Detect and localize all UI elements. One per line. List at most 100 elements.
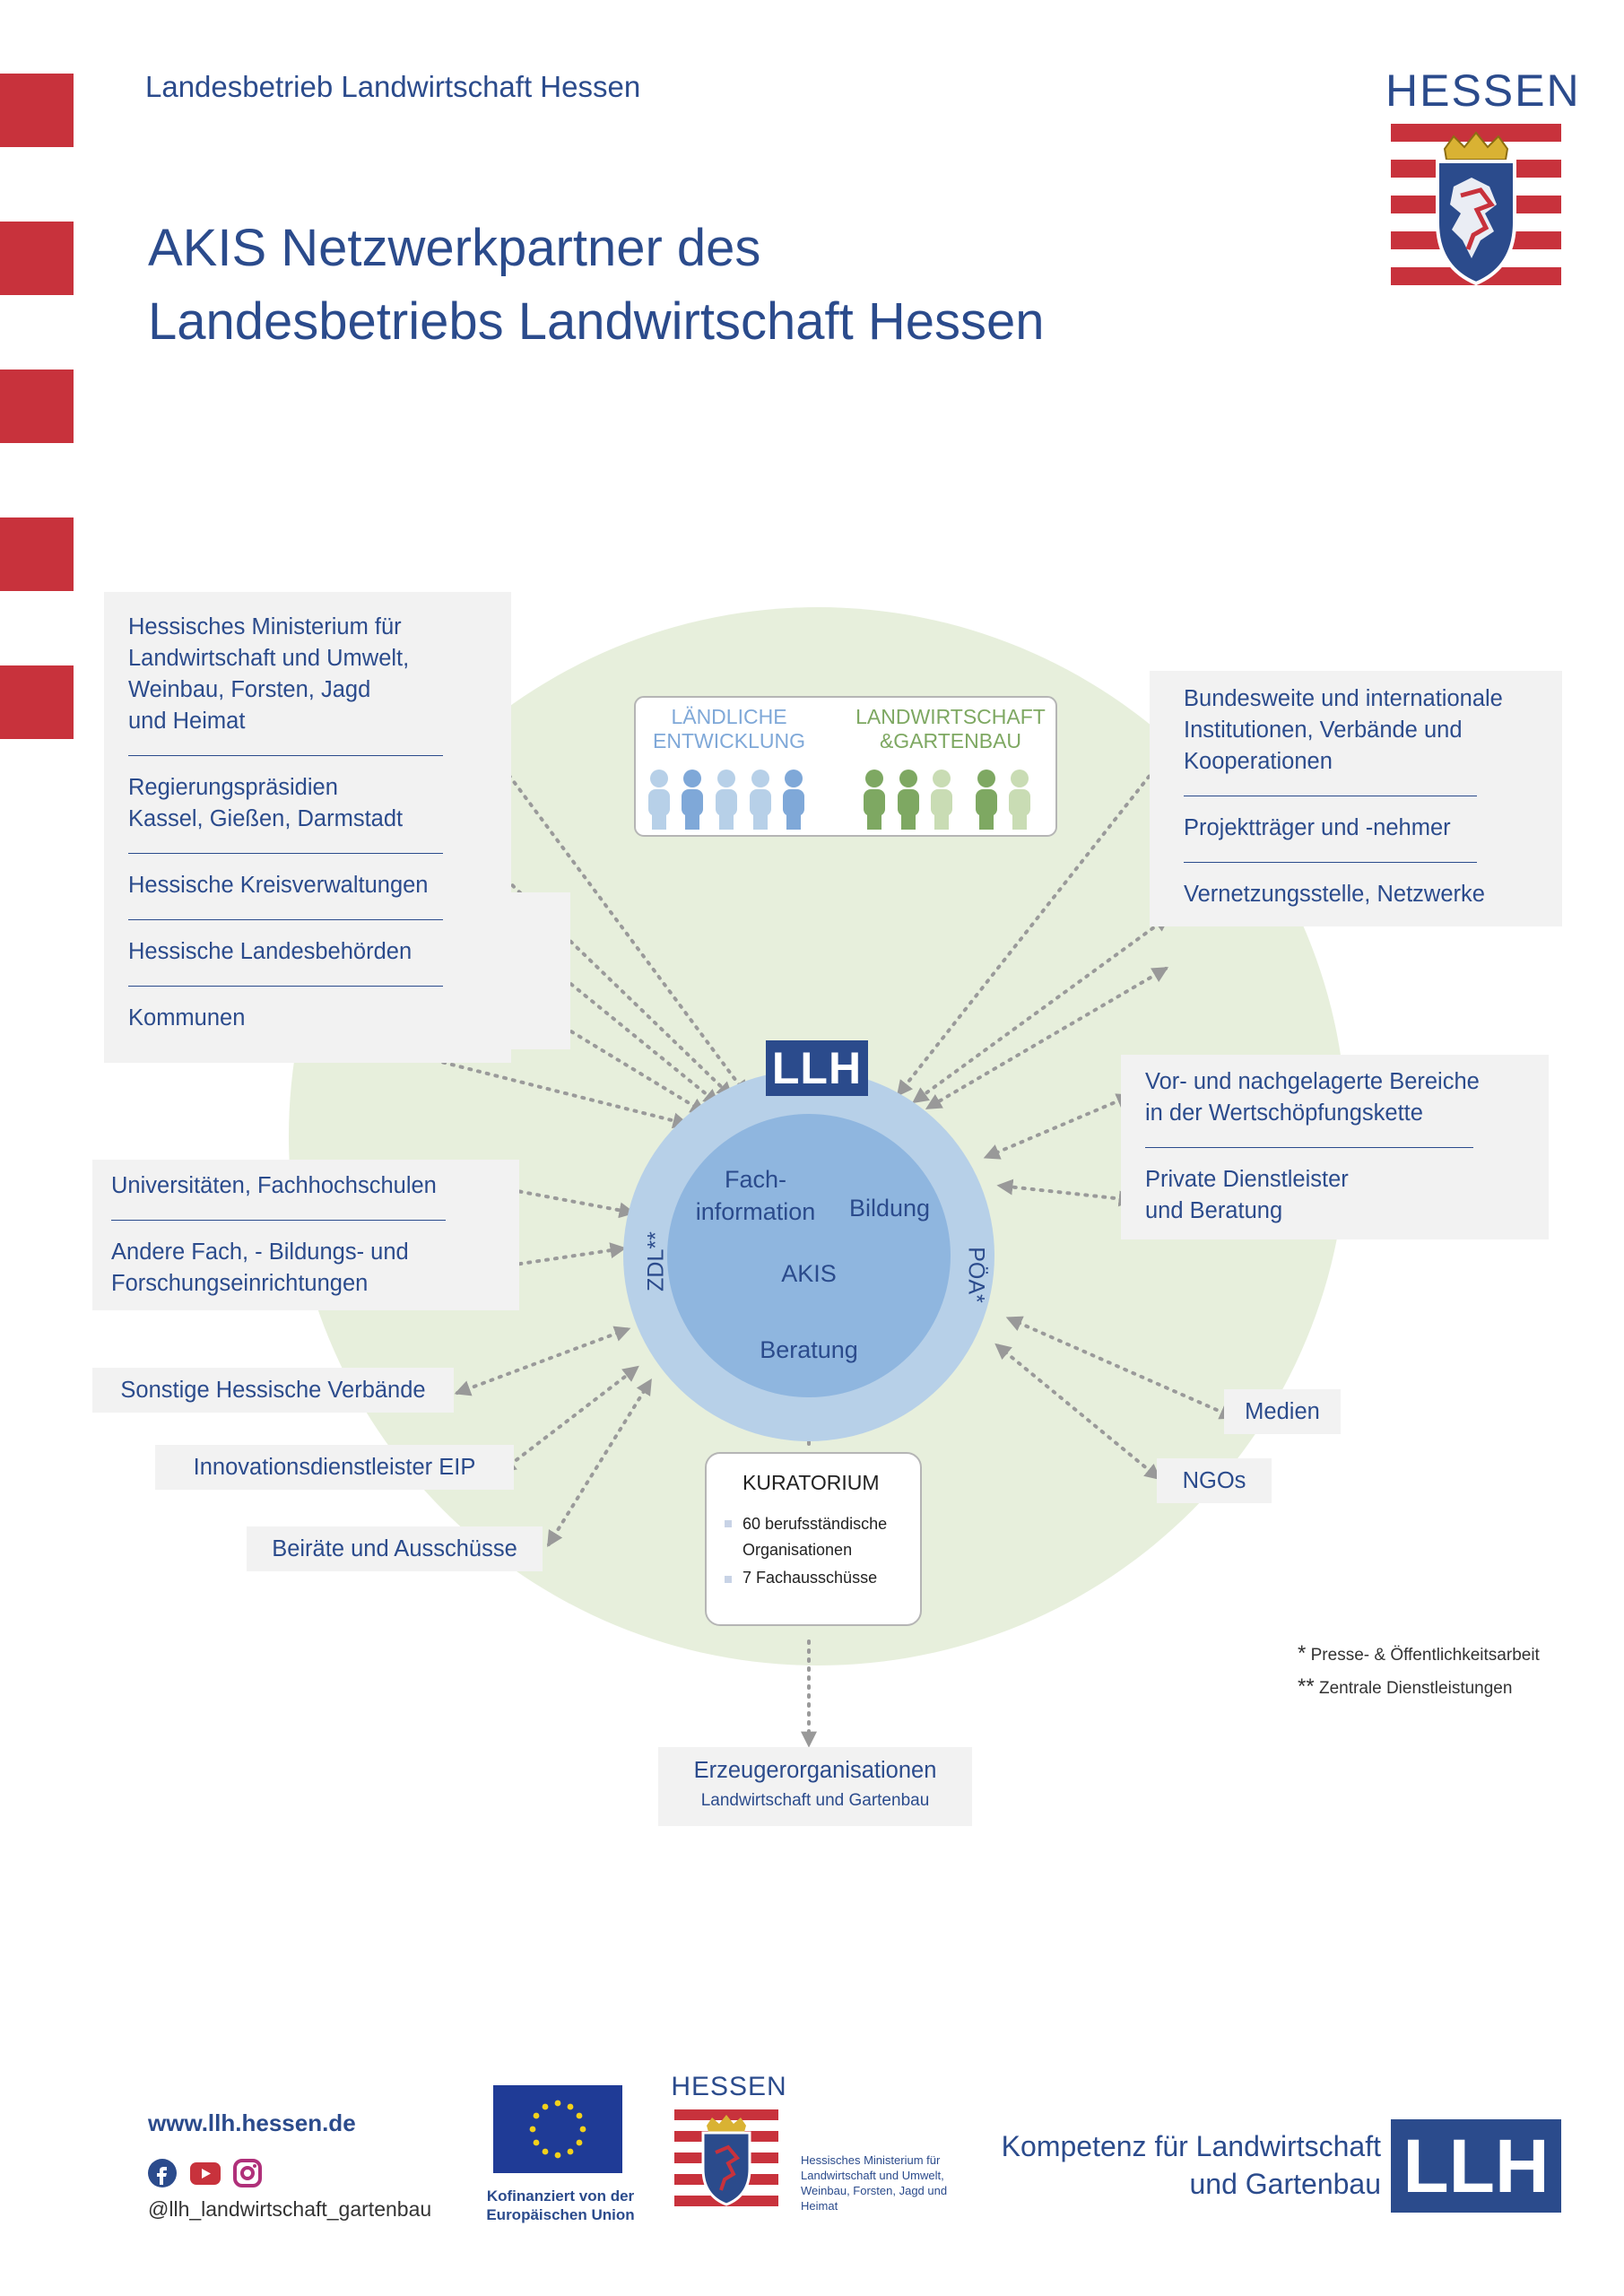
llh-logo-badge (766, 1040, 868, 1096)
partner-wertschoepfungskette-line1: Vor- und nachgelagerte Bereiche (1145, 1069, 1480, 1094)
partner-wertschoepfungskette: Vor- und nachgelagerte Bereiche in der W… (1145, 1066, 1540, 1129)
kuratorium-title: KURATORIUM (743, 1471, 880, 1494)
inner-ring (667, 1114, 951, 1397)
erzeugerorganisationen-box: Erzeugerorganisationen Landwirtschaft un… (658, 1747, 972, 1826)
decor-red-bar-4 (0, 517, 74, 591)
right-mid-group: Vor- und nachgelagerte Bereiche in der W… (1145, 1066, 1540, 1227)
footer-hessen-coat-of-arms-icon (674, 2109, 778, 2213)
erzeugerorganisationen-title: Erzeugerorganisationen (693, 1758, 937, 1783)
social-handle: @llh_landwirtschaft_gartenbau (148, 2197, 432, 2221)
partner-ministerium: Hessisches Ministerium für Landwirtschaf… (128, 612, 505, 737)
partner-regierungspraesidien-line2: Kassel, Gießen, Darmstadt (128, 806, 404, 831)
segment-fachinformation-line2: information (695, 1198, 816, 1225)
left-top-panel (104, 592, 511, 1063)
decor-red-bar-1 (0, 74, 74, 147)
partner-universitaeten: Universitäten, Fachhochschulen (111, 1173, 437, 1198)
divider (111, 1220, 446, 1221)
footnote-poea-mark: * (1298, 1641, 1307, 1665)
decor-red-bar-5 (0, 665, 74, 739)
partner-forschungseinrichtungen: Andere Fach, - Bildungs- und Forschungse… (111, 1237, 506, 1300)
footnote-poea: * Presse- & Öffentlichkeitsarbeit (1298, 1641, 1540, 1666)
llh-logo-text: LLH (771, 1043, 863, 1093)
kuratorium-bullet-1 (725, 1520, 732, 1527)
legend-left-line1: LÄNDLICHE (671, 705, 787, 728)
kuratorium-item-1-line2: Organisationen (743, 1541, 853, 1559)
right-top-group: Bundesweite und internationale Instituti… (1184, 683, 1551, 910)
divider (128, 755, 443, 756)
website-link[interactable]: www.llh.hessen.de (148, 2109, 356, 2136)
kuratorium-item-1: 60 berufsständische Organisationen (743, 1511, 887, 1563)
partner-ministerium-line3: Weinbau, Forsten, Jagd (128, 677, 371, 702)
facebook-icon[interactable] (148, 2159, 177, 2187)
hessen-logo-text: HESSEN (1385, 65, 1581, 116)
segment-beratung: Beratung (760, 1336, 858, 1363)
divider (128, 919, 443, 920)
arrow-beiraete (547, 1378, 652, 1548)
decor-red-bar-2 (0, 222, 74, 295)
partner-medien: Medien (1224, 1389, 1341, 1434)
footnote-zdl-text: Zentrale Dienstleistungen (1318, 1679, 1513, 1698)
partner-beiraete: Beiräte und Ausschüsse (247, 1526, 543, 1571)
eu-caption-line2: Europäischen Union (486, 2206, 635, 2223)
partner-ministerium-line4: und Heimat (128, 709, 246, 734)
left-mid-group: Universitäten, Fachhochschulen Andere Fa… (111, 1170, 506, 1300)
left-top-panel-ext (502, 892, 570, 1049)
partner-kommunen: Kommunen (128, 1005, 246, 1031)
ring-label-zdl: ZDL** (643, 1231, 669, 1292)
partner-bundesweite-line1: Bundesweite und internationale (1184, 686, 1503, 711)
ministry-caption-line3: Weinbau, Forsten, Jagd und (801, 2184, 948, 2197)
partner-eip: Innovationsdienstleister EIP (155, 1445, 514, 1490)
divider (128, 986, 443, 987)
partner-kreisverwaltungen: Hessische Kreisverwaltungen (128, 873, 429, 898)
youtube-icon[interactable] (190, 2162, 221, 2185)
partner-private-dienstleister: Private Dienstleister und Beratung (1145, 1164, 1540, 1227)
kuratorium-box-frame (705, 1452, 922, 1626)
divider (1184, 862, 1477, 863)
partner-verbaende: Sonstige Hessische Verbände (92, 1368, 454, 1413)
legend-left-line2: ENTWICKLUNG (653, 729, 805, 752)
arrow-eip (499, 1365, 639, 1474)
footnote-zdl: ** Zentrale Dienstleistungen (1298, 1674, 1512, 1700)
partner-private-dienstleister-line1: Private Dienstleister (1145, 1167, 1349, 1192)
divider (128, 853, 443, 854)
partner-forschungseinrichtungen-line2: Forschungseinrichtungen (111, 1271, 369, 1296)
partner-landesbehoerden: Hessische Landesbehörden (128, 939, 413, 964)
arrow-ngos (994, 1343, 1161, 1481)
footnote-poea-text: Presse- & Öffentlichkeitsarbeit (1310, 1646, 1540, 1665)
legend-laendliche-entwicklung: LÄNDLICHE ENTWICKLUNG (644, 705, 814, 753)
arrow-vernetzungsstelle (925, 967, 1169, 1109)
left-top-group: Hessisches Ministerium für Landwirtschaf… (128, 612, 505, 1034)
ministry-caption-line4: Heimat (801, 2199, 838, 2213)
eu-caption: Kofinanziert von der Europäischen Union (480, 2187, 641, 2224)
legend-landwirtschaft-gartenbau: LANDWIRTSCHAFT &GARTENBAU (847, 705, 1054, 753)
partner-ministerium-line1: Hessisches Ministerium für (128, 614, 402, 639)
arrow-universitaeten (490, 1180, 636, 1219)
partner-bundesweite: Bundesweite und internationale Instituti… (1184, 683, 1551, 778)
partner-vernetzungsstelle: Vernetzungsstelle, Netzwerke (1184, 882, 1485, 907)
partner-forschungseinrichtungen-line1: Andere Fach, - Bildungs- und (111, 1239, 409, 1265)
ministry-caption-line2: Landwirtschaft und Umwelt, (801, 2169, 944, 2182)
instagram-icon[interactable] (233, 2159, 262, 2187)
arrow-private-dienstleister (996, 1178, 1135, 1207)
organization-name: Landesbetrieb Landwirtschaft Hessen (145, 70, 641, 103)
segment-bildung: Bildung (848, 1195, 931, 1222)
people-green-icon (864, 770, 1030, 830)
eu-caption-line1: Kofinanziert von der (486, 2187, 635, 2205)
eu-flag-icon (493, 2085, 622, 2173)
ministry-caption-line1: Hessisches Ministerium für (801, 2153, 941, 2167)
page-title-line1: AKIS Netzwerkpartner des (148, 219, 761, 277)
footnote-zdl-mark: ** (1298, 1674, 1315, 1699)
hessen-coat-of-arms-icon (1391, 124, 1561, 296)
legend-right-line1: LANDWIRTSCHAFT (855, 705, 1046, 728)
divider (1145, 1147, 1473, 1148)
ministry-caption: Hessisches Ministerium für Landwirtschaf… (801, 2152, 980, 2213)
left-mid-panel (92, 1160, 519, 1310)
arrow-wertschoepfung (983, 1093, 1133, 1160)
partner-bundesweite-line3: Kooperationen (1184, 749, 1333, 774)
segment-fachinformation-line1: Fach- (724, 1166, 787, 1193)
partner-private-dienstleister-line2: und Beratung (1145, 1198, 1283, 1223)
legend-right-line2: &GARTENBAU (879, 729, 1022, 752)
kuratorium-bullet-2 (725, 1576, 732, 1583)
footer-llh-logo: LLH (1391, 2119, 1561, 2213)
